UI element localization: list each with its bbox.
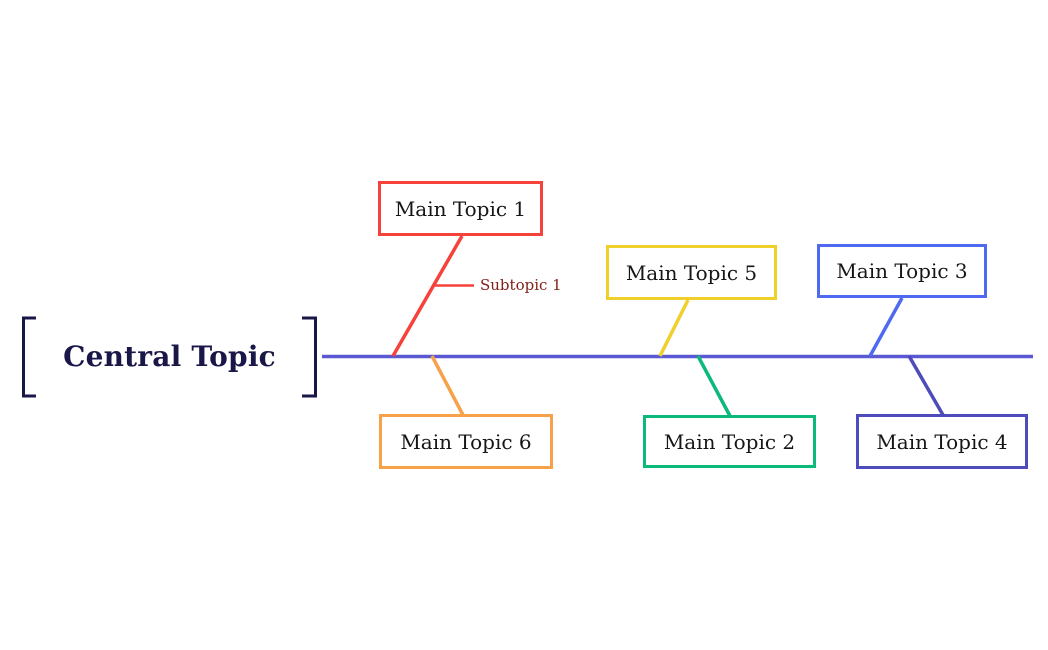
central-topic-node[interactable]: Central Topic (63, 340, 276, 373)
topic-node-main-topic-3[interactable]: Main Topic 3 (817, 244, 987, 298)
topic-node-main-topic-1[interactable]: Main Topic 1 (378, 181, 543, 236)
topic-label: Main Topic 6 (400, 429, 532, 454)
branch-main-topic-5 (658, 299, 690, 357)
topic-label: Main Topic 2 (663, 429, 796, 454)
subtopic-node-subtopic-1[interactable]: Subtopic 1 (480, 276, 562, 294)
topic-label: Main Topic 5 (625, 260, 758, 285)
branch-main-topic-3 (868, 297, 904, 357)
topic-node-main-topic-6[interactable]: Main Topic 6 (379, 414, 553, 469)
topic-label: Main Topic 1 (394, 196, 527, 221)
branch-main-topic-1 (391, 235, 464, 357)
topic-node-main-topic-4[interactable]: Main Topic 4 (856, 414, 1028, 469)
topic-node-main-topic-5[interactable]: Main Topic 5 (606, 245, 777, 300)
topic-node-main-topic-2[interactable]: Main Topic 2 (643, 415, 816, 468)
topic-label: Main Topic 4 (876, 429, 1008, 454)
branch-main-topic-4 (907, 355, 945, 416)
topic-label: Main Topic 3 (836, 259, 968, 283)
branch-main-topic-6 (430, 355, 465, 416)
right-bracket (302, 316, 317, 398)
left-bracket (22, 316, 36, 398)
branch-main-topic-2 (696, 355, 732, 417)
